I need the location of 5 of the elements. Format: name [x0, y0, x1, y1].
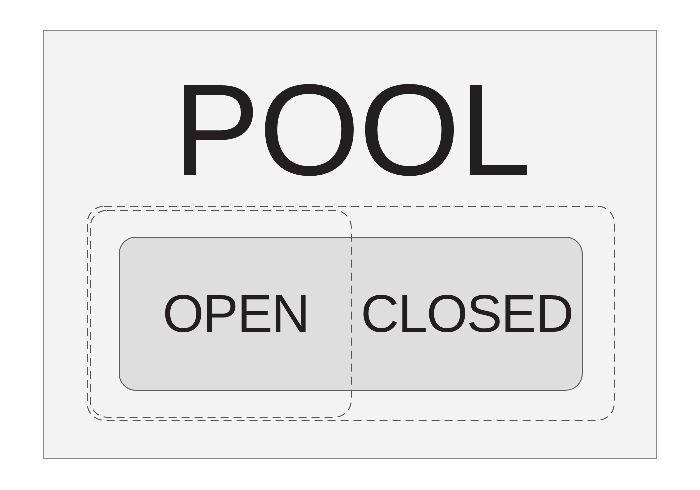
sign-plate — [119, 237, 583, 391]
status-label: CLOSED — [361, 285, 573, 345]
sign-heading: POOL — [173, 56, 531, 205]
sign-panel — [43, 30, 657, 459]
status-label: OPEN — [162, 285, 310, 345]
